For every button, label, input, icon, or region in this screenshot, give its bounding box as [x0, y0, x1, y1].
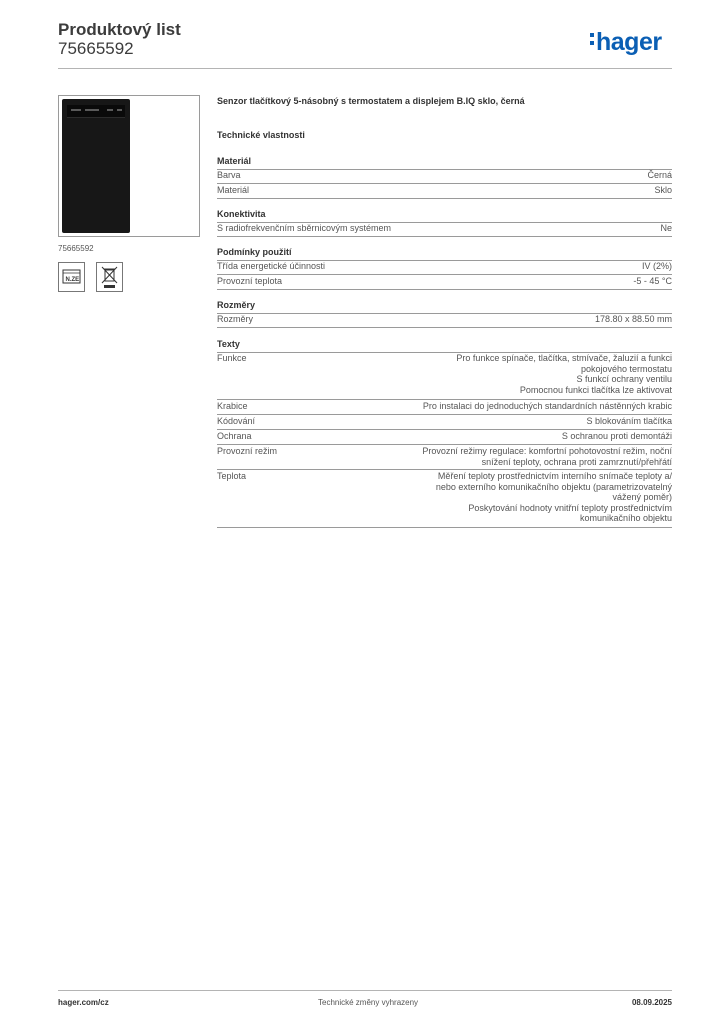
section-title: Konektivita [217, 209, 672, 223]
spec-key: Rozměry [217, 314, 254, 324]
spec-key: Teplota [217, 471, 247, 481]
footer-date: 08.09.2025 [631, 998, 672, 1007]
spec-key: Kódování [217, 416, 256, 426]
page-code: 75665592 [58, 39, 134, 58]
spec-value: Pro instalaci do jednoduchých standardní… [422, 401, 672, 411]
spec-value: IV (2%) [641, 261, 672, 271]
spec-row: Provozní teplota -5 - 45 °C [217, 275, 672, 290]
footer-website-link[interactable]: hager.com/cz [58, 998, 109, 1007]
spec-row: Rozměry 178.80 x 88.50 mm [217, 313, 672, 328]
logo-colon-icon [590, 29, 596, 49]
spec-value: S blokováním tlačítka [586, 416, 672, 426]
footer-divider [58, 990, 672, 991]
spec-row: Třída energetické účinnosti IV (2%) [217, 260, 672, 275]
spec-value: Černá [647, 170, 672, 180]
spec-row: Kódování S blokováním tlačítka [217, 415, 672, 430]
product-image [58, 95, 200, 237]
product-name: Senzor tlačítkový 5-násobný s termostate… [217, 96, 525, 106]
spec-row: S radiofrekvenčním sběrnicovým systémem … [217, 222, 672, 237]
weee-bin-icon [96, 262, 123, 292]
section-title: Texty [217, 339, 672, 353]
spec-row: Provozní režim Provozní režimy regulace:… [217, 445, 672, 470]
svg-text:N.ZE: N.ZE [66, 277, 80, 283]
section-title: Rozměry [217, 300, 672, 314]
spec-value: Ne [660, 223, 672, 233]
hager-logo: hager [590, 28, 662, 56]
device-display [67, 105, 125, 118]
section-title: Materiál [217, 156, 672, 170]
energy-label-icon: N.ZE [58, 262, 85, 292]
spec-row: Barva Černá [217, 169, 672, 184]
spec-key: Funkce [217, 353, 247, 363]
spec-key: Provozní teplota [217, 276, 283, 286]
spec-row: Materiál Sklo [217, 184, 672, 199]
device-image [62, 99, 130, 233]
spec-value: S ochranou proti demontáži [561, 431, 672, 441]
spec-value: Pro funkce spínače, tlačítka, stmívače, … [456, 353, 672, 395]
spec-row: Teplota Měření teploty prostřednictvím i… [217, 470, 672, 528]
section-title: Podmínky použití [217, 247, 672, 261]
header-divider [58, 68, 672, 69]
spec-value: Sklo [654, 185, 672, 195]
tech-title: Technické vlastnosti [217, 130, 305, 140]
spec-key: Provozní režim [217, 446, 278, 456]
spec-key: Materiál [217, 185, 250, 195]
product-code: 75665592 [58, 244, 94, 253]
spec-key: Barva [217, 170, 241, 180]
spec-key: Třída energetické účinnosti [217, 261, 326, 271]
spec-key: S radiofrekvenčním sběrnicovým systémem [217, 223, 392, 233]
spec-row: Funkce Pro funkce spínače, tlačítka, stm… [217, 352, 672, 400]
spec-value: Měření teploty prostřednictvím interního… [435, 471, 672, 523]
spec-value: -5 - 45 °C [633, 276, 672, 286]
spec-value: 178.80 x 88.50 mm [594, 314, 672, 324]
spec-key: Krabice [217, 401, 248, 411]
logo-text: hager [596, 28, 662, 56]
spec-row: Krabice Pro instalaci do jednoduchých st… [217, 400, 672, 415]
spec-row: Ochrana S ochranou proti demontáži [217, 430, 672, 445]
page-title: Produktový list [58, 20, 181, 39]
spec-value: Provozní režimy regulace: komfortní poho… [422, 446, 672, 467]
spec-key: Ochrana [217, 431, 252, 441]
footer-disclaimer: Technické změny vyhrazeny [318, 998, 419, 1007]
